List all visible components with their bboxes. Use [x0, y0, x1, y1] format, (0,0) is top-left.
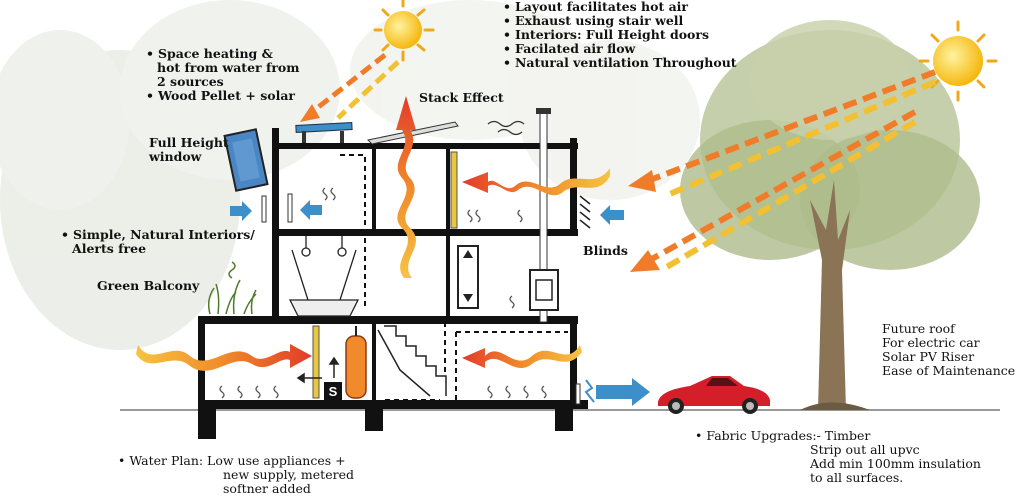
heating-note-line: Space heating & — [146, 47, 299, 61]
ventilation-notes: Layout facilitates hot air Exhaust using… — [503, 0, 737, 70]
roof-parapet — [272, 128, 279, 148]
sun-ray-arrows-right — [648, 69, 937, 271]
wind-icon — [487, 120, 525, 136]
heating-note-line: 2 sources — [157, 74, 224, 89]
ventilation-note: Interiors: Full Height doors — [503, 28, 737, 42]
label-line: softner added — [223, 481, 311, 496]
ventilation-note: Exhaust using stair well — [503, 14, 737, 28]
label-line: Full Height — [149, 135, 229, 150]
heating-note-line: hot from water from — [157, 60, 300, 75]
label-line: window — [149, 149, 202, 164]
sun-icon — [918, 20, 998, 102]
insulation-bar — [450, 151, 458, 229]
radiant-heat-squiggles — [219, 187, 547, 399]
full-height-window-label: Full Height window — [149, 136, 229, 164]
heating-notes: Space heating & hot from water from 2 so… — [146, 47, 299, 103]
label-line: For electric car — [882, 335, 980, 350]
direction-arrows — [296, 356, 340, 384]
water-cylinder — [345, 326, 367, 399]
warm-air-arrow-lower-right — [462, 345, 582, 369]
label-line: Fabric Upgrades:- Timber — [695, 429, 981, 443]
label-line: Ease of Maintenance — [882, 363, 1016, 378]
stair-void-lamps — [288, 236, 360, 317]
ventilation-note: Facilated air flow — [503, 42, 737, 56]
cool-air-arrows — [230, 200, 650, 406]
interiors-label: Simple, Natural Interiors/ Alerts free — [61, 228, 255, 256]
warm-air-arrow-lower-left — [136, 344, 312, 371]
interior-door — [457, 245, 479, 309]
blinds-icon — [579, 195, 591, 229]
solar-panel — [295, 122, 353, 143]
heating-fuel-note: Wood Pellet + solar — [146, 89, 299, 103]
label-line: Simple, Natural Interiors/ — [61, 228, 255, 242]
label-line: Future roof — [882, 321, 955, 336]
label-line: Alerts free — [72, 241, 147, 256]
sun-ray-arrows-top — [300, 53, 400, 122]
full-height-window-icon — [223, 128, 269, 192]
wall-window — [261, 195, 267, 223]
insulation-bar — [312, 325, 320, 399]
electric-car-icon — [658, 376, 770, 414]
label-line: to all surfaces. — [810, 470, 904, 485]
roof-light — [366, 121, 459, 145]
roof-parapet — [570, 138, 577, 150]
future-roof-label: Future roof For electric car Solar PV Ri… — [882, 322, 1015, 378]
stack-effect-arrow — [396, 96, 416, 278]
ground-window — [575, 383, 581, 405]
interior-window — [287, 193, 293, 223]
warm-air-arrow-upper — [462, 168, 610, 196]
house-structure — [198, 143, 588, 439]
water-plan-label: Water Plan: Low use appliances + new sup… — [118, 454, 354, 496]
arrow-head — [630, 250, 660, 272]
label-line: new supply, metered — [223, 467, 354, 482]
label-line: Strip out all upvc — [810, 442, 920, 457]
sun-icon — [373, 0, 435, 62]
blinds-label: Blinds — [583, 243, 628, 258]
lightning-icon — [584, 379, 595, 403]
staircase — [377, 325, 447, 397]
store-box — [324, 382, 342, 400]
label-line: Solar PV Riser — [882, 349, 975, 364]
balcony-plants — [207, 261, 257, 315]
store-box-label: S — [329, 384, 338, 399]
green-balcony-label: Green Balcony — [97, 278, 200, 293]
stack-effect-label: Stack Effect — [419, 90, 504, 105]
arrow-head — [628, 170, 656, 192]
label-line: Water Plan: Low use appliances + — [118, 454, 354, 468]
stove-icon — [529, 269, 559, 311]
flue-cap — [536, 108, 551, 114]
fabric-upgrades-label: Fabric Upgrades:- Timber Strip out all u… — [695, 429, 981, 485]
ventilation-note: Layout facilitates hot air — [503, 0, 737, 14]
ventilation-note: Natural ventilation Throughout — [503, 56, 737, 70]
label-line: Add min 100mm insulation — [810, 456, 981, 471]
